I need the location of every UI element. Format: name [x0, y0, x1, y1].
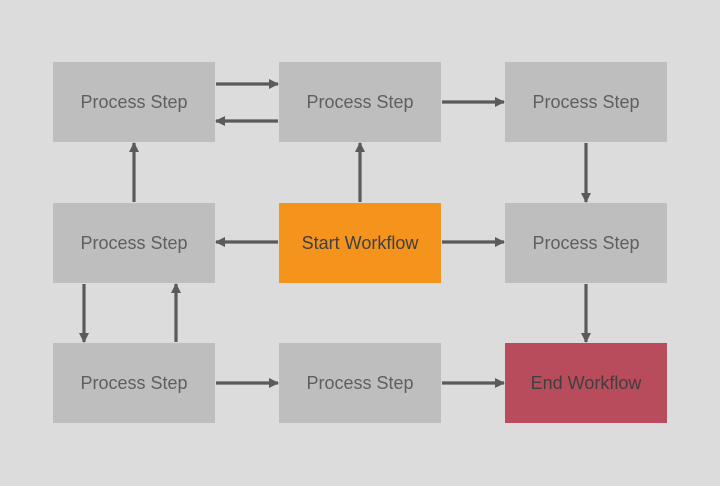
process-step-label: Process Step — [80, 91, 188, 112]
process-step-r3c1: Process Step — [53, 343, 215, 423]
process-step-r2c1: Process Step — [53, 203, 215, 283]
process-step-r1c1: Process Step — [53, 62, 215, 142]
process-step-r3c2: Process Step — [279, 343, 441, 423]
end-workflow: End Workflow — [505, 343, 667, 423]
process-step-r2c3: Process Step — [505, 203, 667, 283]
process-step-r1c2: Process Step — [279, 62, 441, 142]
process-step-label: Process Step — [306, 372, 414, 393]
process-step-label: Process Step — [532, 232, 640, 253]
process-step-r1c3: Process Step — [505, 62, 667, 142]
process-step-label: Process Step — [80, 232, 188, 253]
process-step-label: Process Step — [306, 91, 414, 112]
end-workflow-label: End Workflow — [530, 372, 642, 393]
process-step-label: Process Step — [532, 91, 640, 112]
start-workflow-label: Start Workflow — [301, 232, 419, 253]
start-workflow: Start Workflow — [279, 203, 441, 283]
process-step-label: Process Step — [80, 372, 188, 393]
